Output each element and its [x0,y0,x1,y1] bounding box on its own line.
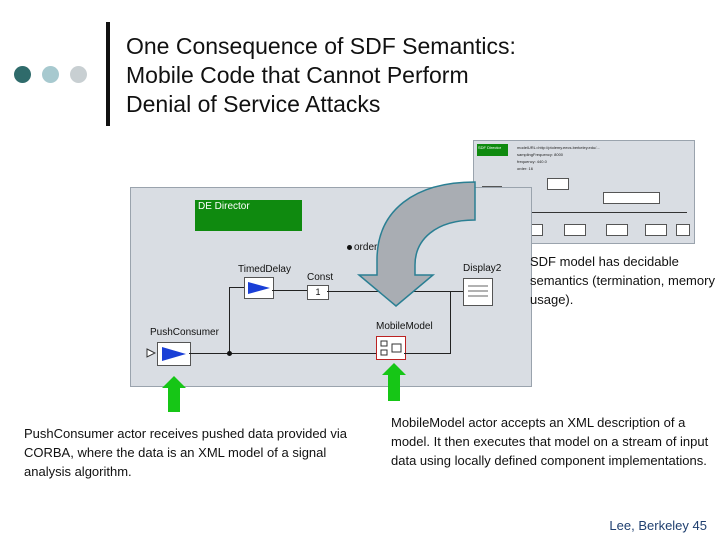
mobile-model-actor [376,336,406,360]
wire-main-horizontal [189,353,376,354]
wire-loop-top [229,287,244,288]
sdf-wire [482,212,687,213]
push-consumer-icon [162,347,186,361]
push-consumer-actor [157,342,191,366]
order-param-dot [347,245,352,250]
sdf-actor-8 [645,224,667,236]
mobile-model-icon [380,340,402,356]
slide-title: One Consequence of SDF Semantics: Mobile… [126,32,516,119]
relation-dot [227,351,232,356]
decor-dot-dark [14,66,31,83]
sdf-actor-2 [547,178,569,190]
de-director-box: DE Director [195,200,302,231]
wire-mobile-to-display [404,353,451,354]
sdf-param-3: frequency: 440.0 [517,159,547,164]
const-actor: 1 [307,285,329,300]
curved-arrow-icon [356,181,476,307]
display-icon [468,285,488,297]
title-divider [106,22,110,126]
slide-footer: Lee, Berkeley 45 [609,518,707,533]
display-label: Display2 [463,263,502,274]
const-value: 1 [315,287,321,297]
sdf-param-2: samplingFrequency: 8000 [517,152,564,157]
push-consumer-note: PushConsumer actor receives pushed data … [24,426,348,479]
sdf-param-1: modelURL=http://ptolemy.eecs.berkeley.ed… [517,145,600,150]
timed-delay-actor [244,277,274,299]
title-line-2: Mobile Code that Cannot Perform [126,62,469,88]
push-consumer-input-port [146,348,156,358]
push-consumer-up-arrow-icon [162,376,186,412]
mobile-model-note: MobileModel actor accepts an XML descrip… [391,415,709,468]
mobile-model-up-arrow-icon [382,363,406,401]
sdf-director-box: SDF Director [477,144,508,156]
sdf-actor-9 [676,224,690,236]
title-line-1: One Consequence of SDF Semantics: [126,33,516,59]
timed-delay-label: TimedDelay [238,264,291,275]
timed-delay-icon [248,282,270,294]
sdf-actor-7 [606,224,628,236]
decor-dot-light [42,66,59,83]
push-consumer-label: PushConsumer [150,327,219,338]
sdf-actor-3 [603,192,660,204]
decor-dot-pale [70,66,87,83]
wire-display-down [450,291,451,353]
sdf-note: SDF model has decidable semantics (termi… [530,254,715,307]
title-line-3: Denial of Service Attacks [126,91,381,117]
wire-loop-vertical [229,287,230,353]
sdf-actor-6 [564,224,586,236]
display-actor [463,278,493,306]
sdf-param-4: order: 16 [517,166,534,171]
const-label: Const [307,272,334,283]
order-param-label: order [354,242,378,253]
mobile-model-label: MobileModel [376,321,433,332]
wire-timed-delay-to-const [272,290,307,291]
